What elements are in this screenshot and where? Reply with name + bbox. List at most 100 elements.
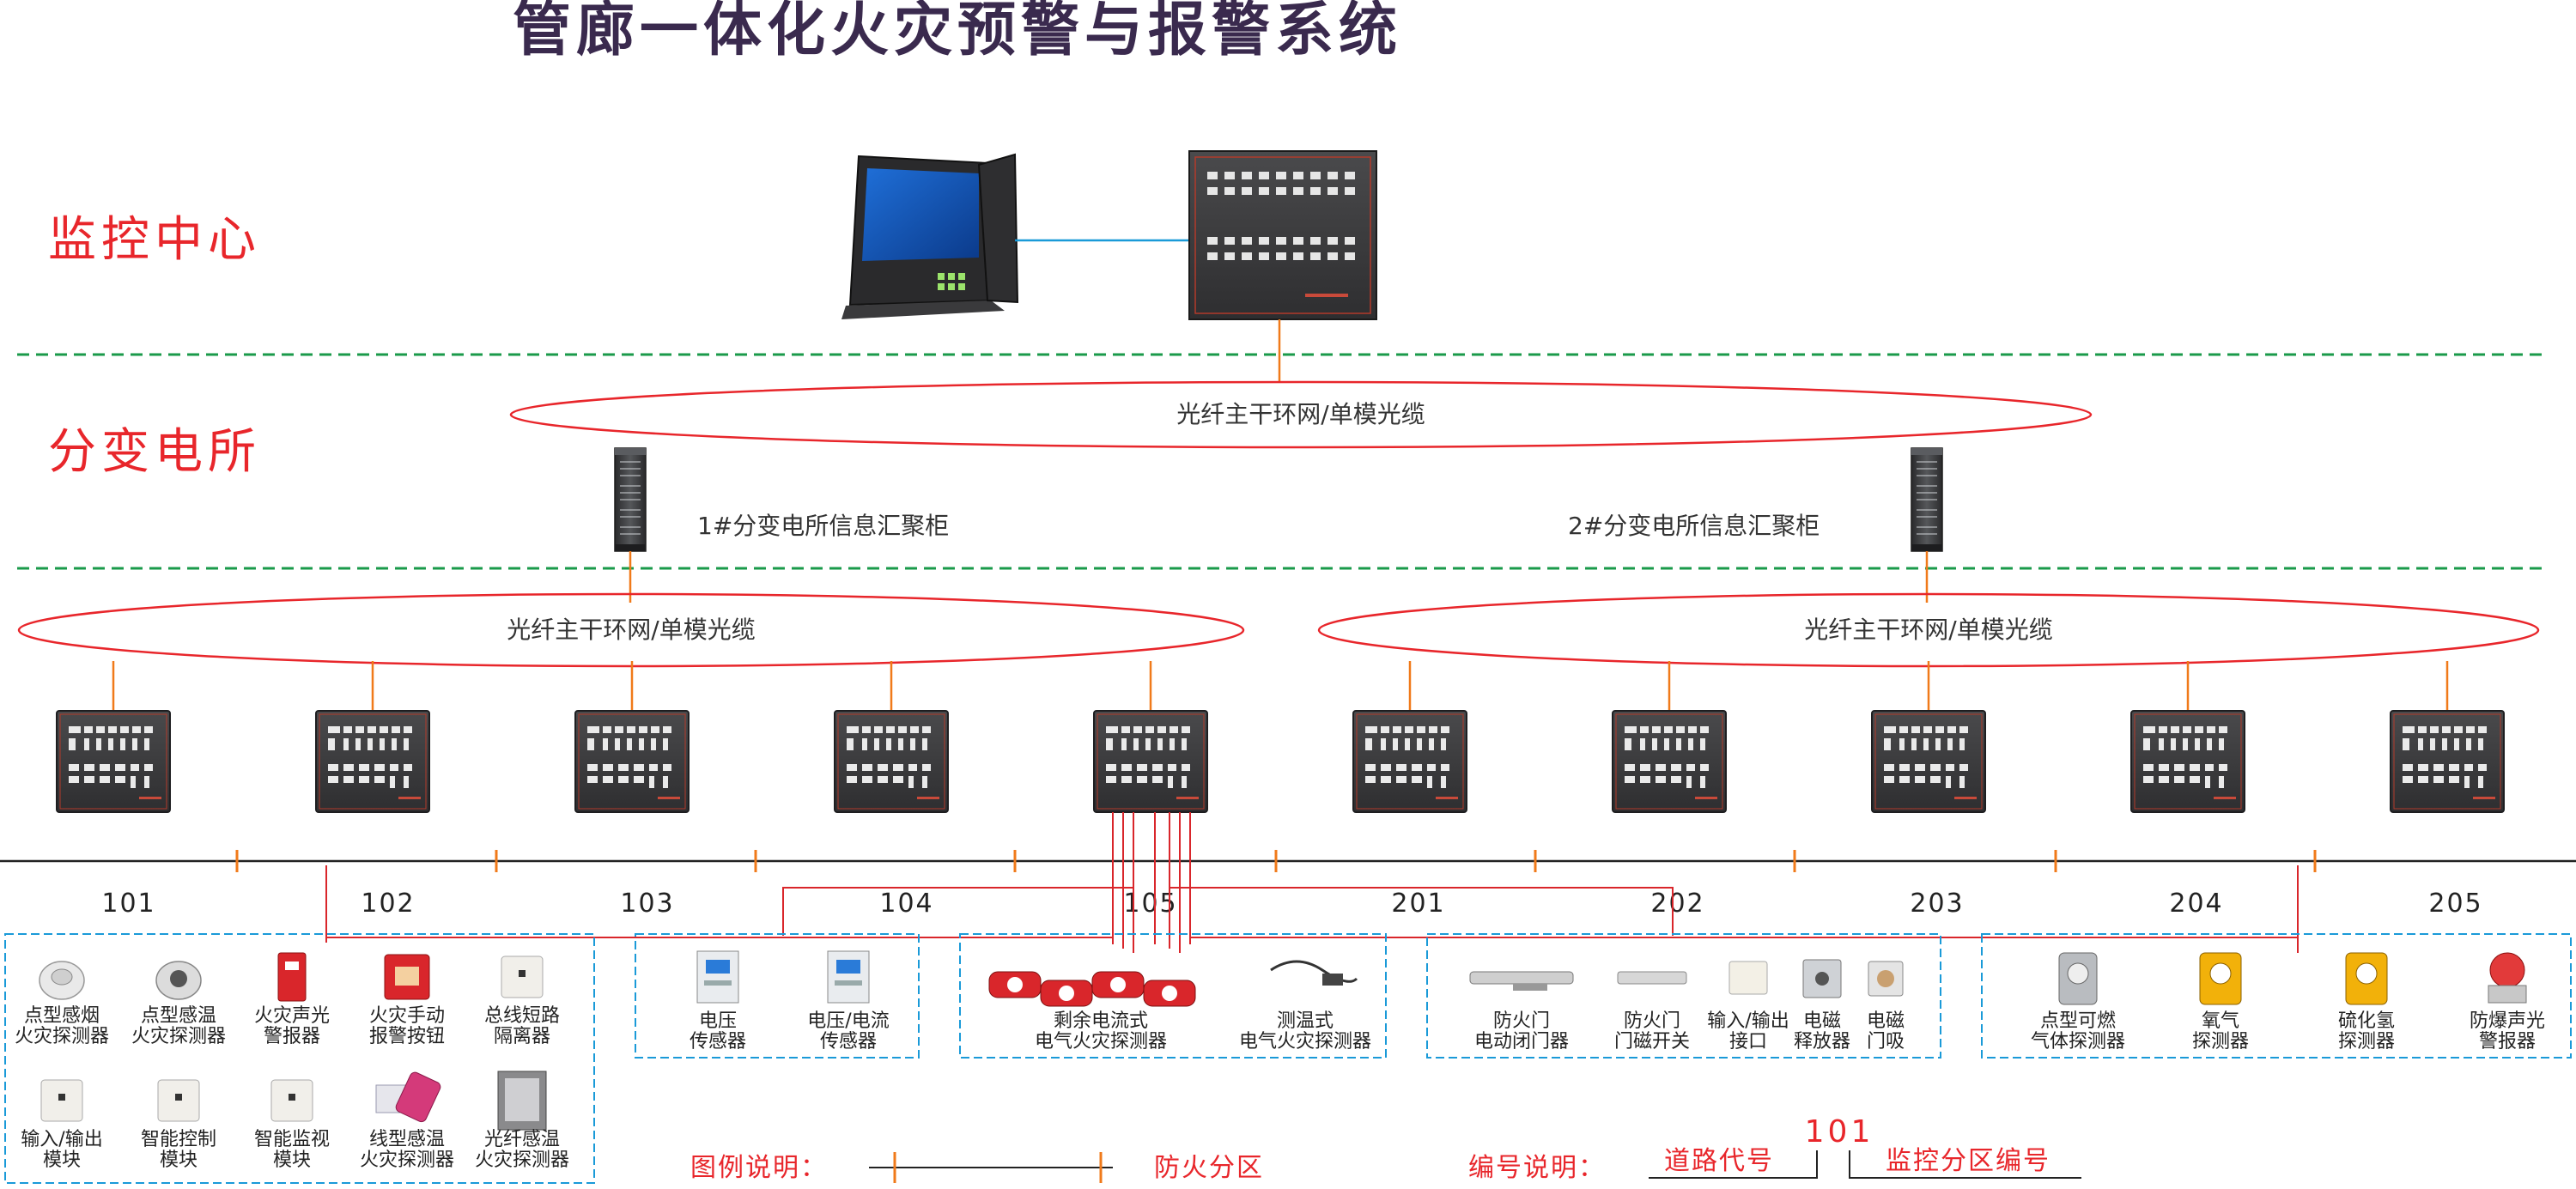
legend-fire-zone: 防火分区 xyxy=(1154,1153,1264,1183)
linear-heat-detector-icon xyxy=(375,1071,441,1123)
residual-current-detector-icon-label-0: 剩余电流式 xyxy=(1054,1010,1148,1032)
device-group-fire-alarm xyxy=(4,933,595,1184)
alarm-sounder-icon-label-1: 警报器 xyxy=(264,1026,320,1047)
field-wire xyxy=(1170,887,1674,936)
zone-controller-104-icon xyxy=(834,710,949,813)
zone-controller-202-icon xyxy=(1612,710,1727,813)
cabinet-2-label: 2#分变电所信息汇聚柜 xyxy=(1568,512,1820,540)
zone-controller-105-icon xyxy=(1093,710,1208,813)
smoke-detector-icon-label-1: 火灾探测器 xyxy=(15,1026,109,1047)
vc-sensor-icon-label-0: 电压/电流 xyxy=(807,1010,889,1032)
oxygen-detector-icon-label-1: 探测器 xyxy=(2192,1031,2249,1053)
zone-controller-201-icon xyxy=(1352,710,1467,813)
legend-zone-number: 监控分区编号 xyxy=(1886,1146,2050,1176)
oxygen-detector-icon xyxy=(2199,952,2242,1005)
cabinet-1-label: 1#分变电所信息汇聚柜 xyxy=(697,512,949,540)
electromagnetic-release-icon-label-0: 电磁 xyxy=(1803,1010,1841,1032)
fiber-ring-top xyxy=(509,380,2093,449)
fiber-ring-top-label: 光纤主干环网/单模光缆 xyxy=(1176,400,1425,428)
h2s-detector-icon-label-0: 硫化氢 xyxy=(2338,1010,2395,1032)
zone-controller-203-icon xyxy=(1871,710,1986,813)
zone-controller-101-icon xyxy=(56,710,171,813)
device-group-electrical-fire xyxy=(959,933,1387,1059)
fiber-heat-detector-icon-label-1: 火灾探测器 xyxy=(475,1150,569,1171)
door-closer-icon-label-0: 防火门 xyxy=(1493,1010,1550,1032)
zone-label-202: 202 xyxy=(1650,889,1704,919)
legend-bracket-right xyxy=(1849,1150,2081,1179)
io-interface-icon-label-1: 接口 xyxy=(1729,1031,1767,1053)
zone-label-102: 102 xyxy=(361,889,415,919)
legend-road-code: 道路代号 xyxy=(1664,1146,1774,1176)
heat-detector-icon-label-0: 点型感温 xyxy=(141,1005,216,1027)
electromagnetic-release-icon-label-1: 释放器 xyxy=(1794,1031,1850,1053)
electromagnetic-release-icon xyxy=(1802,959,1842,998)
smoke-detector-icon xyxy=(39,961,85,1000)
manual-call-point-icon-label-0: 火灾手动 xyxy=(369,1005,445,1027)
io-module-icon xyxy=(40,1079,83,1122)
door-closer-icon xyxy=(1469,971,1574,991)
zone-label-201: 201 xyxy=(1391,889,1445,919)
oxygen-detector-icon-label-0: 氧气 xyxy=(2202,1010,2239,1032)
residual-current-detector-icon xyxy=(988,971,1196,1007)
legend-numbering-label: 编号说明： xyxy=(1468,1153,1606,1183)
explosion-proof-sounder-icon xyxy=(2488,952,2527,1004)
control-module-icon-label-0: 智能控制 xyxy=(141,1129,216,1150)
legend-number-example: 101 xyxy=(1805,1114,1874,1150)
voltage-sensor-icon xyxy=(696,950,739,1004)
cabinet-2-rack-icon xyxy=(1911,447,1943,552)
monitor-module-icon-label-1: 模块 xyxy=(273,1150,311,1171)
device-group-voltage xyxy=(635,933,920,1059)
fiber-ring-right-label: 光纤主干环网/单模光缆 xyxy=(1804,616,2052,644)
explosion-proof-sounder-icon-label-1: 警报器 xyxy=(2479,1031,2536,1053)
explosion-proof-sounder-icon-label-0: 防爆声光 xyxy=(2470,1010,2545,1032)
workstation-icon xyxy=(841,153,1019,319)
zone-label-203: 203 xyxy=(1910,889,1964,919)
temperature-detector-icon xyxy=(1270,960,1358,986)
zone-label-101: 101 xyxy=(101,889,155,919)
h2s-detector-icon-label-1: 探测器 xyxy=(2338,1031,2395,1053)
door-holder-icon-label-0: 电磁 xyxy=(1867,1010,1905,1032)
smoke-detector-icon-label-0: 点型感烟 xyxy=(24,1005,100,1027)
zone-controller-103-icon xyxy=(574,710,690,813)
zone-label-204: 204 xyxy=(2169,889,2223,919)
page-title: 管廊一体化火灾预警与报警系统 xyxy=(513,0,1402,64)
zone-label-103: 103 xyxy=(620,889,674,919)
alarm-sounder-icon xyxy=(277,952,307,1002)
layer-label-monitor-center: 监控中心 xyxy=(48,212,261,268)
cabinet-1-rack-icon xyxy=(614,447,647,552)
linear-heat-detector-icon-label-0: 线型感温 xyxy=(369,1129,445,1150)
voltage-sensor-icon-label-0: 电压 xyxy=(699,1010,737,1032)
short-circuit-isolator-icon-label-0: 总线短路 xyxy=(484,1005,560,1027)
fiber-heat-detector-icon xyxy=(497,1071,547,1131)
door-magnet-switch-icon-label-1: 门磁开关 xyxy=(1614,1031,1690,1053)
door-holder-icon xyxy=(1868,961,1904,997)
residual-current-detector-icon-label-1: 电气火灾探测器 xyxy=(1035,1031,1167,1053)
vc-sensor-icon-label-1: 传感器 xyxy=(820,1031,877,1053)
voltage-sensor-icon-label-1: 传感器 xyxy=(690,1031,746,1053)
door-holder-icon-label-1: 门吸 xyxy=(1867,1031,1905,1053)
manual-call-point-icon-label-1: 报警按钮 xyxy=(369,1026,445,1047)
door-magnet-switch-icon-label-0: 防火门 xyxy=(1624,1010,1680,1032)
control-module-icon xyxy=(157,1079,200,1122)
short-circuit-isolator-icon-label-1: 隔离器 xyxy=(494,1026,550,1047)
short-circuit-isolator-icon xyxy=(501,955,544,998)
control-module-icon-label-1: 模块 xyxy=(160,1150,197,1171)
linear-heat-detector-icon-label-1: 火灾探测器 xyxy=(360,1150,454,1171)
legend-bracket-left xyxy=(1649,1150,1818,1179)
heat-detector-icon-label-1: 火灾探测器 xyxy=(131,1026,226,1047)
main-fire-controller-icon xyxy=(1188,150,1377,320)
legend-label: 图例说明： xyxy=(690,1153,828,1183)
vc-sensor-icon xyxy=(827,950,870,1004)
io-module-icon-label-1: 模块 xyxy=(43,1150,81,1171)
layer-label-substation: 分变电所 xyxy=(48,424,261,480)
zone-label-104: 104 xyxy=(879,889,933,919)
io-module-icon-label-0: 输入/输出 xyxy=(21,1129,102,1150)
device-group-gas xyxy=(1981,933,2572,1059)
zone-controller-204-icon xyxy=(2130,710,2245,813)
alarm-sounder-icon-label-0: 火灾声光 xyxy=(254,1005,330,1027)
monitor-module-icon-label-0: 智能监视 xyxy=(254,1129,330,1150)
heat-detector-icon xyxy=(155,961,202,1000)
monitor-module-icon xyxy=(270,1079,313,1122)
manual-call-point-icon xyxy=(384,954,430,1000)
